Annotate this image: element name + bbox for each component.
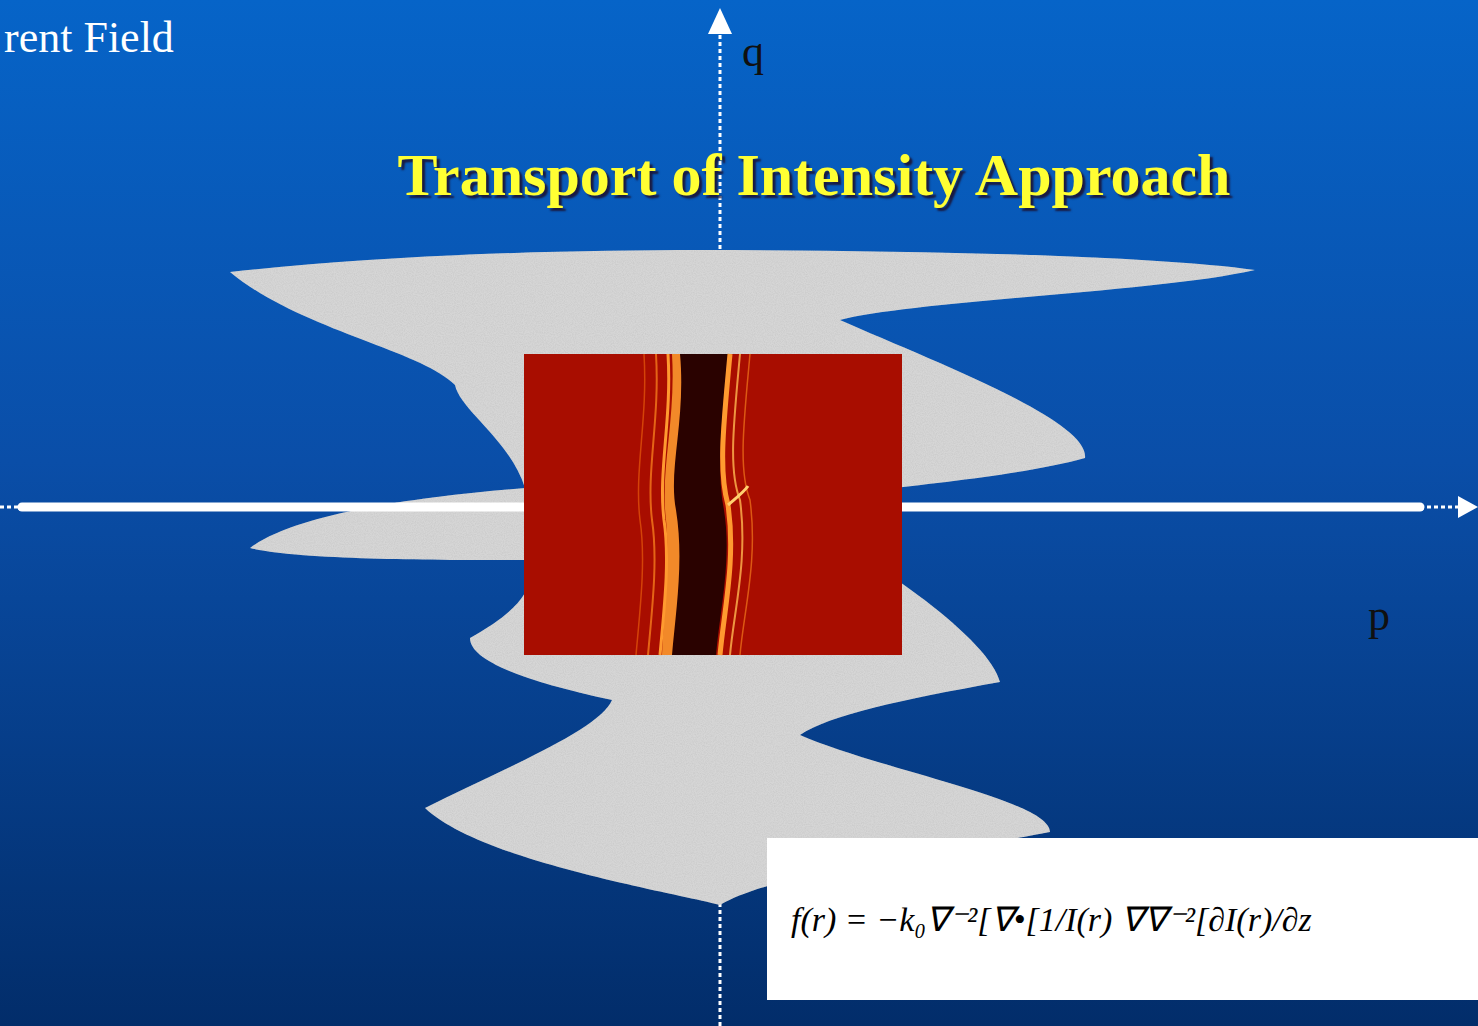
q-axis-arrow: [708, 8, 732, 34]
p-axis-dotted: [1420, 506, 1462, 509]
equation-box: f(r) = −k₀∇⁻²[∇•[1/I(r) ∇∇⁻²[∂I(r)/∂z: [767, 838, 1478, 1000]
equation-text: f(r) = −k₀∇⁻²[∇•[1/I(r) ∇∇⁻²[∂I(r)/∂z: [791, 899, 1312, 939]
intensity-image: [524, 354, 902, 655]
axis-label: q: [742, 28, 764, 76]
axis-label: p: [1368, 592, 1390, 640]
p-axis-dotted-left: [0, 506, 20, 509]
p-axis-arrow: [1458, 496, 1478, 518]
slide-title: Transport of Intensity Approach: [0, 142, 1478, 208]
phase-space-shape: [230, 250, 1255, 905]
slide-heading-fragment: rent Field: [4, 14, 174, 62]
